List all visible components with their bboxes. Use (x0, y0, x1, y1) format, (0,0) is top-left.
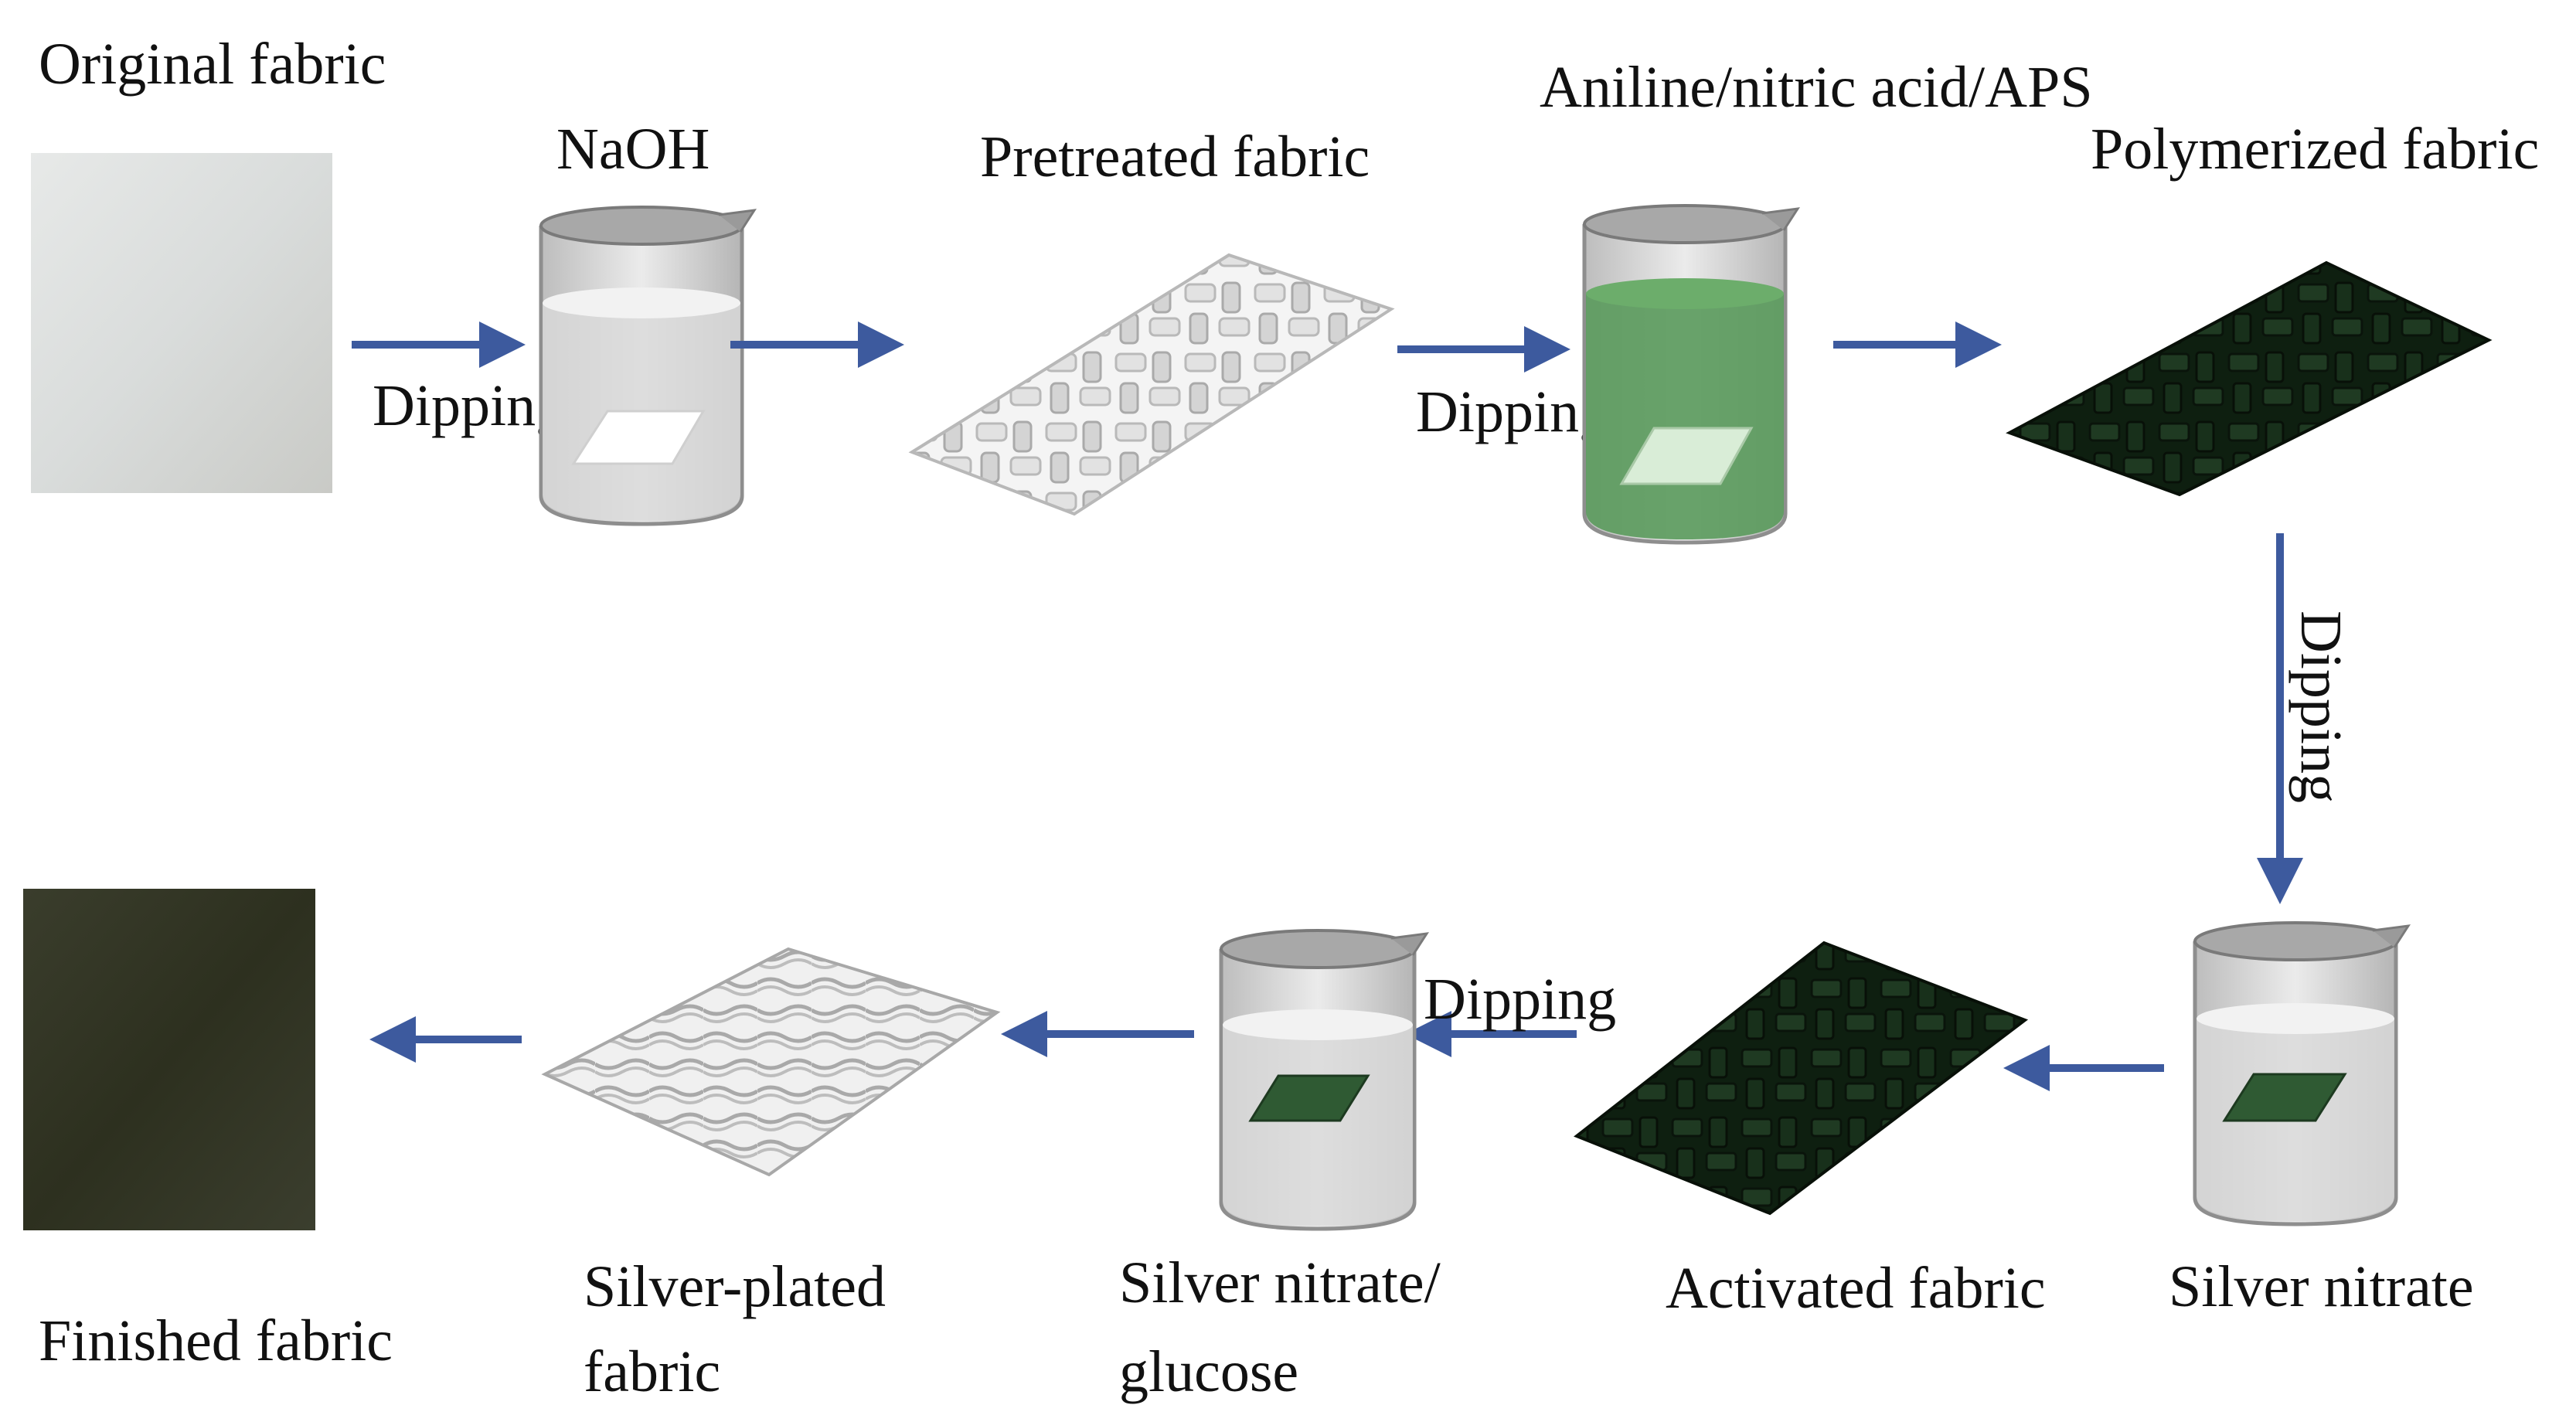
beaker-silver-nitrate-glucose (1219, 929, 1430, 1231)
silver-plated-fabric (541, 947, 1001, 1177)
dipping-label-3: Dipping (2288, 611, 2353, 803)
beaker-silver-nitrate (2193, 921, 2411, 1226)
beaker-aniline (1582, 204, 1801, 545)
dipping-label-1: Dipping (373, 373, 565, 438)
label-original-fabric: Original fabric (39, 32, 386, 97)
label-pretreated-fabric: Pretreated fabric (980, 124, 1370, 189)
dipping-label-2: Dipping (1416, 379, 1608, 444)
original-fabric-swatch (31, 153, 332, 493)
finished-fabric-swatch (23, 889, 315, 1230)
label-activated-fabric: Activated fabric (1666, 1256, 2046, 1321)
dipping-label-4: Dipping (1424, 967, 1616, 1032)
label-silver-nitrate-glucose-1: Silver nitrate/ (1119, 1250, 1441, 1315)
label-silver-nitrate-glucose-2: glucose (1119, 1339, 1298, 1404)
label-silver-plated-1: Silver-plated (584, 1254, 886, 1319)
activated-fabric (1574, 941, 2029, 1216)
beaker-naoh (539, 206, 757, 526)
label-finished-fabric: Finished fabric (39, 1308, 393, 1373)
label-aniline-solution: Aniline/nitric acid/APS (1540, 55, 2093, 120)
label-silver-plated-2: fabric (584, 1339, 720, 1404)
label-naoh: NaOH (556, 117, 710, 182)
label-silver-nitrate: Silver nitrate (2169, 1254, 2474, 1319)
pretreated-fabric (908, 253, 1395, 516)
polymerized-fabric (2006, 260, 2493, 497)
label-polymerized-fabric: Polymerized fabric (2091, 117, 2539, 182)
